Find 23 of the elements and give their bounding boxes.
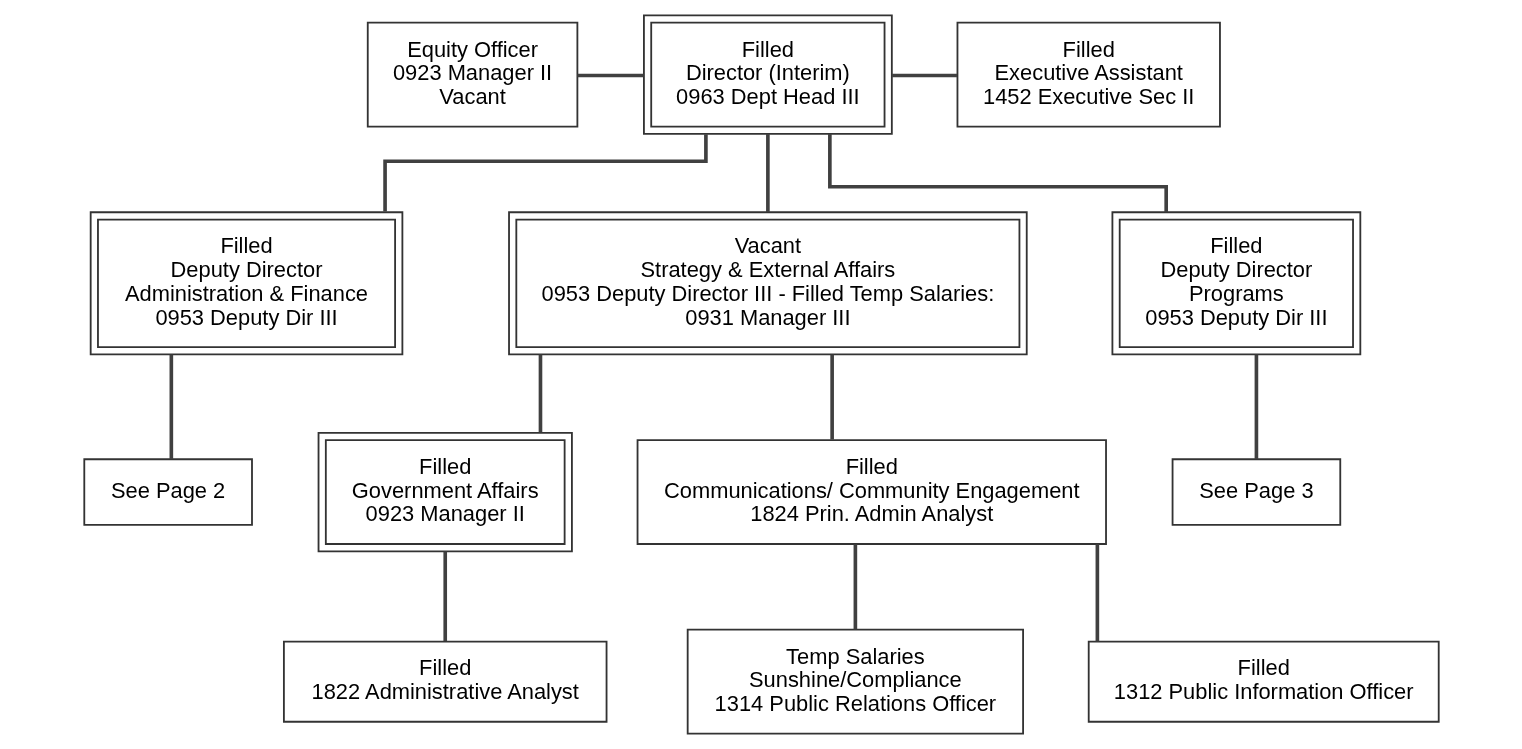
node-box: Filled 1822 Administrative Analyst (282, 640, 607, 723)
connector (442, 551, 447, 641)
node-box: Filled Government Affairs 0923 Manager II (317, 431, 573, 553)
node-box: See Page 2 (82, 458, 253, 526)
connector (538, 354, 542, 433)
node-box: Vacant Strategy & External Affairs 0953 Deputy Director III - Filled Temp Salaries: 0931 Manager III (507, 211, 1028, 356)
connector (1254, 354, 1258, 460)
node-box: Filled Deputy Director Programs 0953 Deputy Dir III (1111, 211, 1361, 356)
node-box: Temp Salaries Sunshine/Compliance 1314 Public Relations Officer (686, 628, 1024, 735)
node-box: Filled 1312 Public Information Officer (1087, 640, 1440, 723)
node-box: Filled Director (Interim) 0963 Dept Head III (642, 14, 893, 135)
connector (577, 73, 644, 78)
node-box: Equity Officer 0923 Manager II Vacant (366, 21, 578, 128)
node-box: Filled Communications/ Community Engagement 1824 Prin. Admin Analyst (636, 439, 1107, 545)
connector (853, 544, 857, 630)
connector (891, 73, 957, 78)
node-box: Filled Deputy Director Administration & Finance 0953 Deputy Dir III (89, 211, 403, 356)
connector (169, 354, 173, 460)
node-box: Filled Executive Assistant 1452 Executive Sec II (956, 21, 1221, 128)
connector (1095, 544, 1099, 642)
connector (765, 133, 770, 213)
node-box: See Page 3 (1171, 458, 1341, 526)
connector (829, 354, 834, 440)
